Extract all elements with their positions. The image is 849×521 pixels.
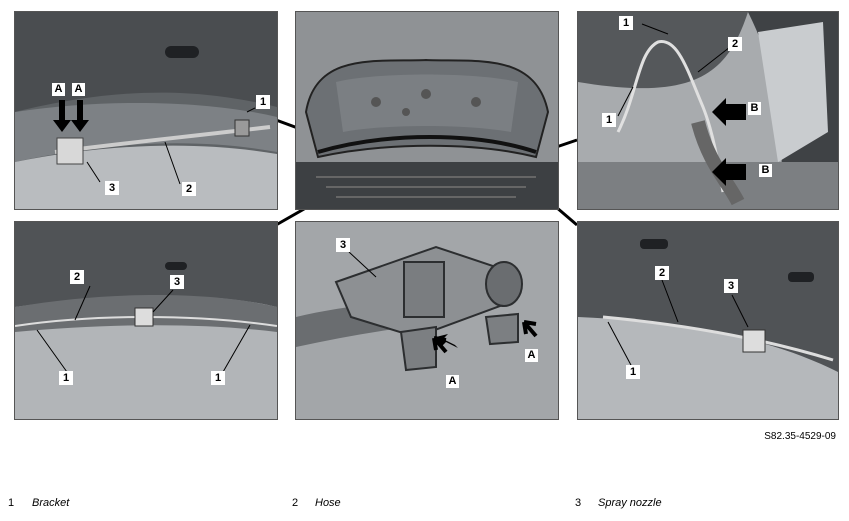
legend-text: Hose — [315, 497, 341, 509]
legend: 1 Bracket 2 Hose 3 Spray nozzle — [0, 497, 849, 515]
callout-a: A — [52, 83, 65, 96]
callout-1: 1 — [59, 371, 73, 385]
callout-2: 2 — [655, 266, 669, 280]
callout-1: 1 — [626, 365, 640, 379]
callout-2: 2 — [182, 182, 196, 196]
callout-1: 1 — [211, 371, 225, 385]
legend-text: Bracket — [32, 497, 70, 509]
detail-photo-spray-nozzle: 3 A A — [295, 221, 559, 420]
legend-text: Spray nozzle — [598, 497, 662, 509]
detail-photo-hose-left: A A 1 3 2 — [14, 11, 278, 210]
callout-3: 3 — [105, 181, 119, 195]
detail-photo-hose-hinge: 1 2 1 B B — [577, 11, 839, 210]
callout-a: A — [72, 83, 85, 96]
detail-photo-nozzle-left: 2 3 1 1 — [14, 221, 278, 420]
callout-2: 2 — [70, 270, 84, 284]
legend-number: 1 — [8, 497, 15, 509]
callout-a: A — [525, 349, 538, 362]
detail-photo-nozzle-right: 2 3 1 — [577, 221, 839, 420]
callout-1: 1 — [256, 95, 270, 109]
overview-photo-hood — [295, 11, 559, 210]
callout-1: 1 — [619, 16, 633, 30]
callout-a: A — [446, 375, 459, 388]
legend-number: 2 — [292, 497, 299, 509]
callout-2: 2 — [728, 37, 742, 51]
figure-code: S82.35-4529-09 — [764, 431, 836, 442]
callout-3: 3 — [170, 275, 184, 289]
callout-3: 3 — [336, 238, 350, 252]
callout-3: 3 — [724, 279, 738, 293]
callout-1: 1 — [602, 113, 616, 127]
legend-number: 3 — [575, 497, 582, 509]
callout-b: B — [759, 164, 772, 177]
callout-b: B — [748, 102, 761, 115]
